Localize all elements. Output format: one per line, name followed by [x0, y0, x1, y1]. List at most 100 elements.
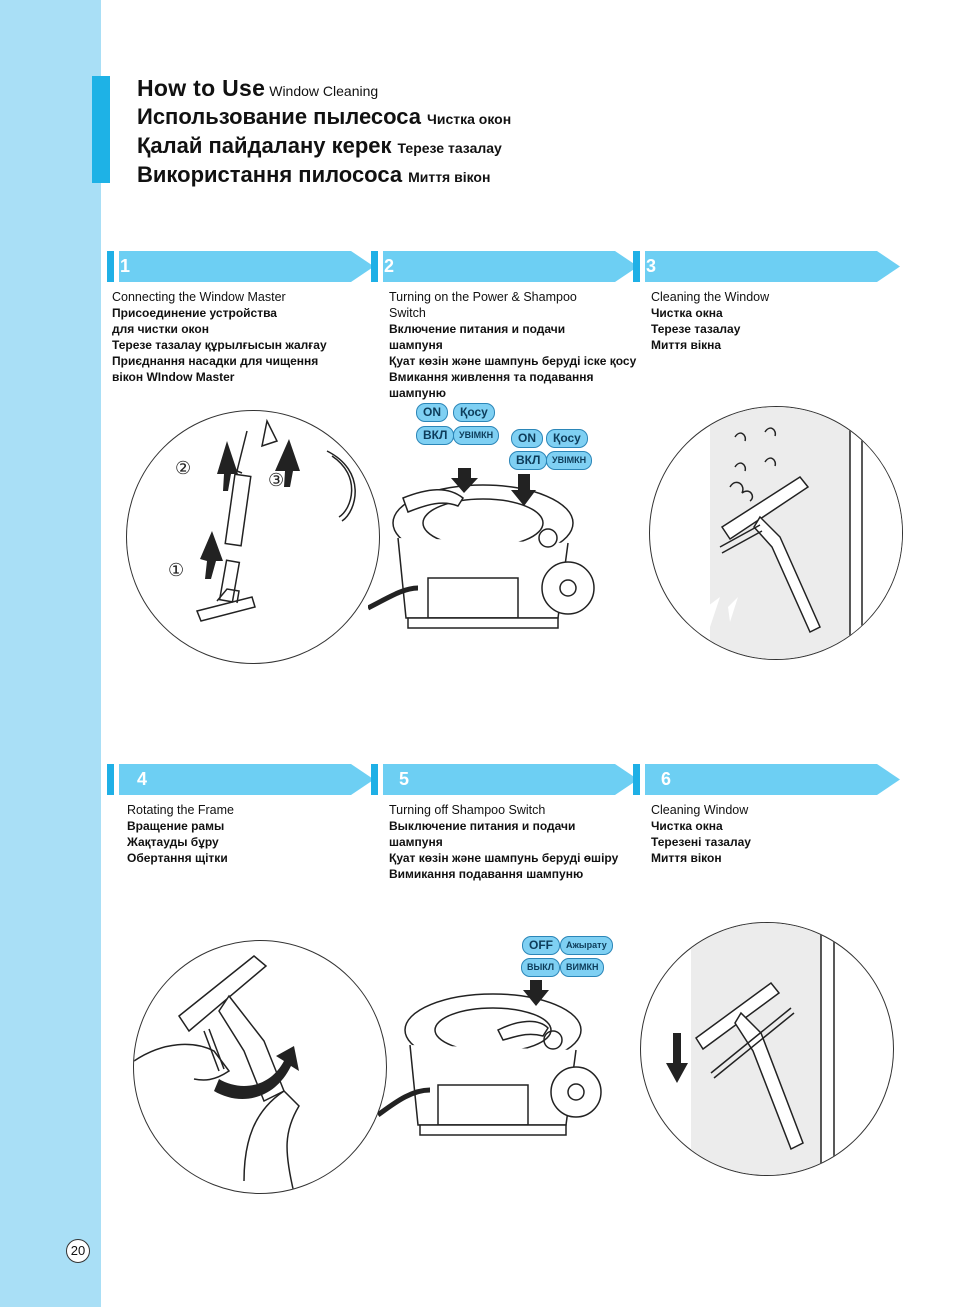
step-tab	[107, 764, 114, 795]
vkl-badge: ВКЛ	[416, 426, 455, 445]
step-line: Cleaning the Window	[651, 290, 770, 304]
step-4: 4 Rotating the Frame Вращение рамы Жақта…	[107, 764, 374, 866]
title-accent-bar	[92, 76, 110, 183]
step-2: 2 Turning on the Power & Shampoo Switch …	[371, 251, 638, 401]
step-text: Turning off Shampoo Switch Выключение пи…	[389, 802, 626, 882]
step-line: шампуню	[389, 386, 446, 400]
step-bar	[383, 251, 638, 282]
step-line: Терезені тазалау	[651, 835, 751, 849]
step-number: 3	[646, 256, 657, 276]
vkl-badge: ВКЛ	[509, 451, 548, 470]
step-6: 6 Cleaning Window Чистка окна Терезені т…	[633, 764, 900, 866]
step-line: Switch	[389, 306, 426, 320]
step-bar	[645, 251, 900, 282]
step-number: 1	[120, 256, 131, 276]
step-text: Connecting the Window Master Присоединен…	[112, 289, 362, 385]
step-number: 5	[399, 769, 410, 789]
step-line: Вимикання подавання шампуню	[389, 867, 584, 881]
step-number: 2	[384, 256, 395, 276]
step-header: 3	[633, 251, 900, 282]
page-number: 20	[66, 1239, 90, 1263]
kosu-badge: Қосу	[546, 429, 588, 448]
step-line: Чистка окна	[651, 306, 723, 320]
step-line: Connecting the Window Master	[112, 290, 286, 304]
step-tab	[633, 251, 640, 282]
step-line: Вращение рамы	[127, 819, 225, 833]
step-number: 4	[137, 769, 148, 789]
step-line: Вмикання живлення та подавання	[389, 370, 594, 384]
page-sidebar-band	[0, 0, 101, 1307]
azhyratu-badge: Ажырату	[560, 936, 613, 955]
step-bar	[119, 251, 374, 282]
step-tab	[371, 764, 378, 795]
title-line-ru: Использование пылесоса Чистка окон	[137, 103, 511, 132]
title-main: Использование пылесоса	[137, 104, 422, 129]
step-line: Миття вікон	[651, 851, 722, 865]
rotate-frame-illustration	[133, 940, 387, 1194]
title-sub: Миття вікон	[408, 169, 491, 185]
step-line: Turning on the Power & Shampoo	[389, 290, 577, 304]
step-bar	[383, 764, 638, 795]
step-line: Терезе тазалау	[651, 322, 741, 336]
title-main: Қалай пайдалану керек	[137, 133, 392, 158]
step-bar	[645, 764, 900, 795]
step-header: 6	[633, 764, 900, 795]
step-line: Терезе тазалау құрылғысын жалғау	[112, 338, 327, 352]
kosu-badge: Қосу	[453, 403, 495, 422]
step-line: вікон WIndow Master	[112, 370, 235, 384]
off-badge: OFF	[522, 936, 560, 955]
step-tab	[633, 764, 640, 795]
step-line: Жақтауды бұру	[127, 835, 219, 849]
step-header: 5	[371, 764, 638, 795]
step-line: Обертання щітки	[127, 851, 228, 865]
marker-2: ②	[175, 458, 192, 478]
window-drawing	[700, 407, 902, 659]
vacuum-drawing-off	[376, 974, 602, 1136]
window-wipe-illustration	[640, 922, 894, 1176]
step-line: Миття вікна	[651, 338, 722, 352]
step-line: Turning off Shampoo Switch	[389, 803, 546, 817]
step-1: 1 Connecting the Window Master Присоедин…	[107, 251, 374, 385]
marker-3: ③	[268, 470, 285, 490]
title-main: Використання пилососа	[137, 162, 403, 187]
window-cleaning-illustration	[649, 406, 903, 660]
step-number: 6	[661, 769, 672, 789]
rotate-drawing	[134, 955, 300, 1193]
step-line: шампуня	[389, 338, 443, 352]
step-text: Cleaning Window Чистка окна Терезені таз…	[651, 802, 888, 866]
step-line: Қуат көзін және шампунь беруді іске қосу	[389, 354, 637, 368]
step-line: Қуат көзін және шампунь беруді өшіру	[389, 851, 619, 865]
step-5: 5 Turning off Shampoo Switch Выключение …	[371, 764, 638, 882]
assembly-drawing	[195, 418, 356, 622]
title-line-ua: Використання пилососа Миття вікон	[137, 161, 511, 190]
step-line: Включение питания и подачи	[389, 322, 566, 336]
step-line: шампуня	[389, 835, 443, 849]
step-text: Turning on the Power & Shampoo Switch Вк…	[389, 289, 637, 401]
step-header: 1	[107, 251, 374, 282]
step-line: Присоединение устройства	[112, 306, 277, 320]
uvimkn-badge: УВІМКН	[546, 451, 593, 470]
step-text: Rotating the Frame Вращение рамы Жақтауд…	[127, 802, 362, 866]
window-wipe-drawing	[666, 923, 835, 1175]
vacuum-illustration-off	[376, 974, 610, 1150]
title-sub: Window Cleaning	[269, 83, 379, 99]
vacuum-illustration-on	[366, 462, 610, 650]
step-tab	[371, 251, 378, 282]
marker-1: ①	[168, 560, 185, 580]
step-header: 4	[107, 764, 374, 795]
step-bar	[119, 764, 374, 795]
step-line: Rotating the Frame	[127, 803, 234, 817]
on-badge: ON	[416, 403, 448, 422]
step-line: Cleaning Window	[651, 803, 749, 817]
step-line: Приєднання насадки для чищення	[112, 354, 319, 368]
vacuum-drawing	[366, 462, 595, 629]
title-sub: Чистка окон	[427, 111, 512, 127]
step-header: 2	[371, 251, 638, 282]
step-line: для чистки окон	[112, 322, 209, 336]
step-line: Чистка окна	[651, 819, 723, 833]
on-badge: ON	[511, 429, 543, 448]
vimkn-badge: ВИМКН	[560, 958, 605, 977]
